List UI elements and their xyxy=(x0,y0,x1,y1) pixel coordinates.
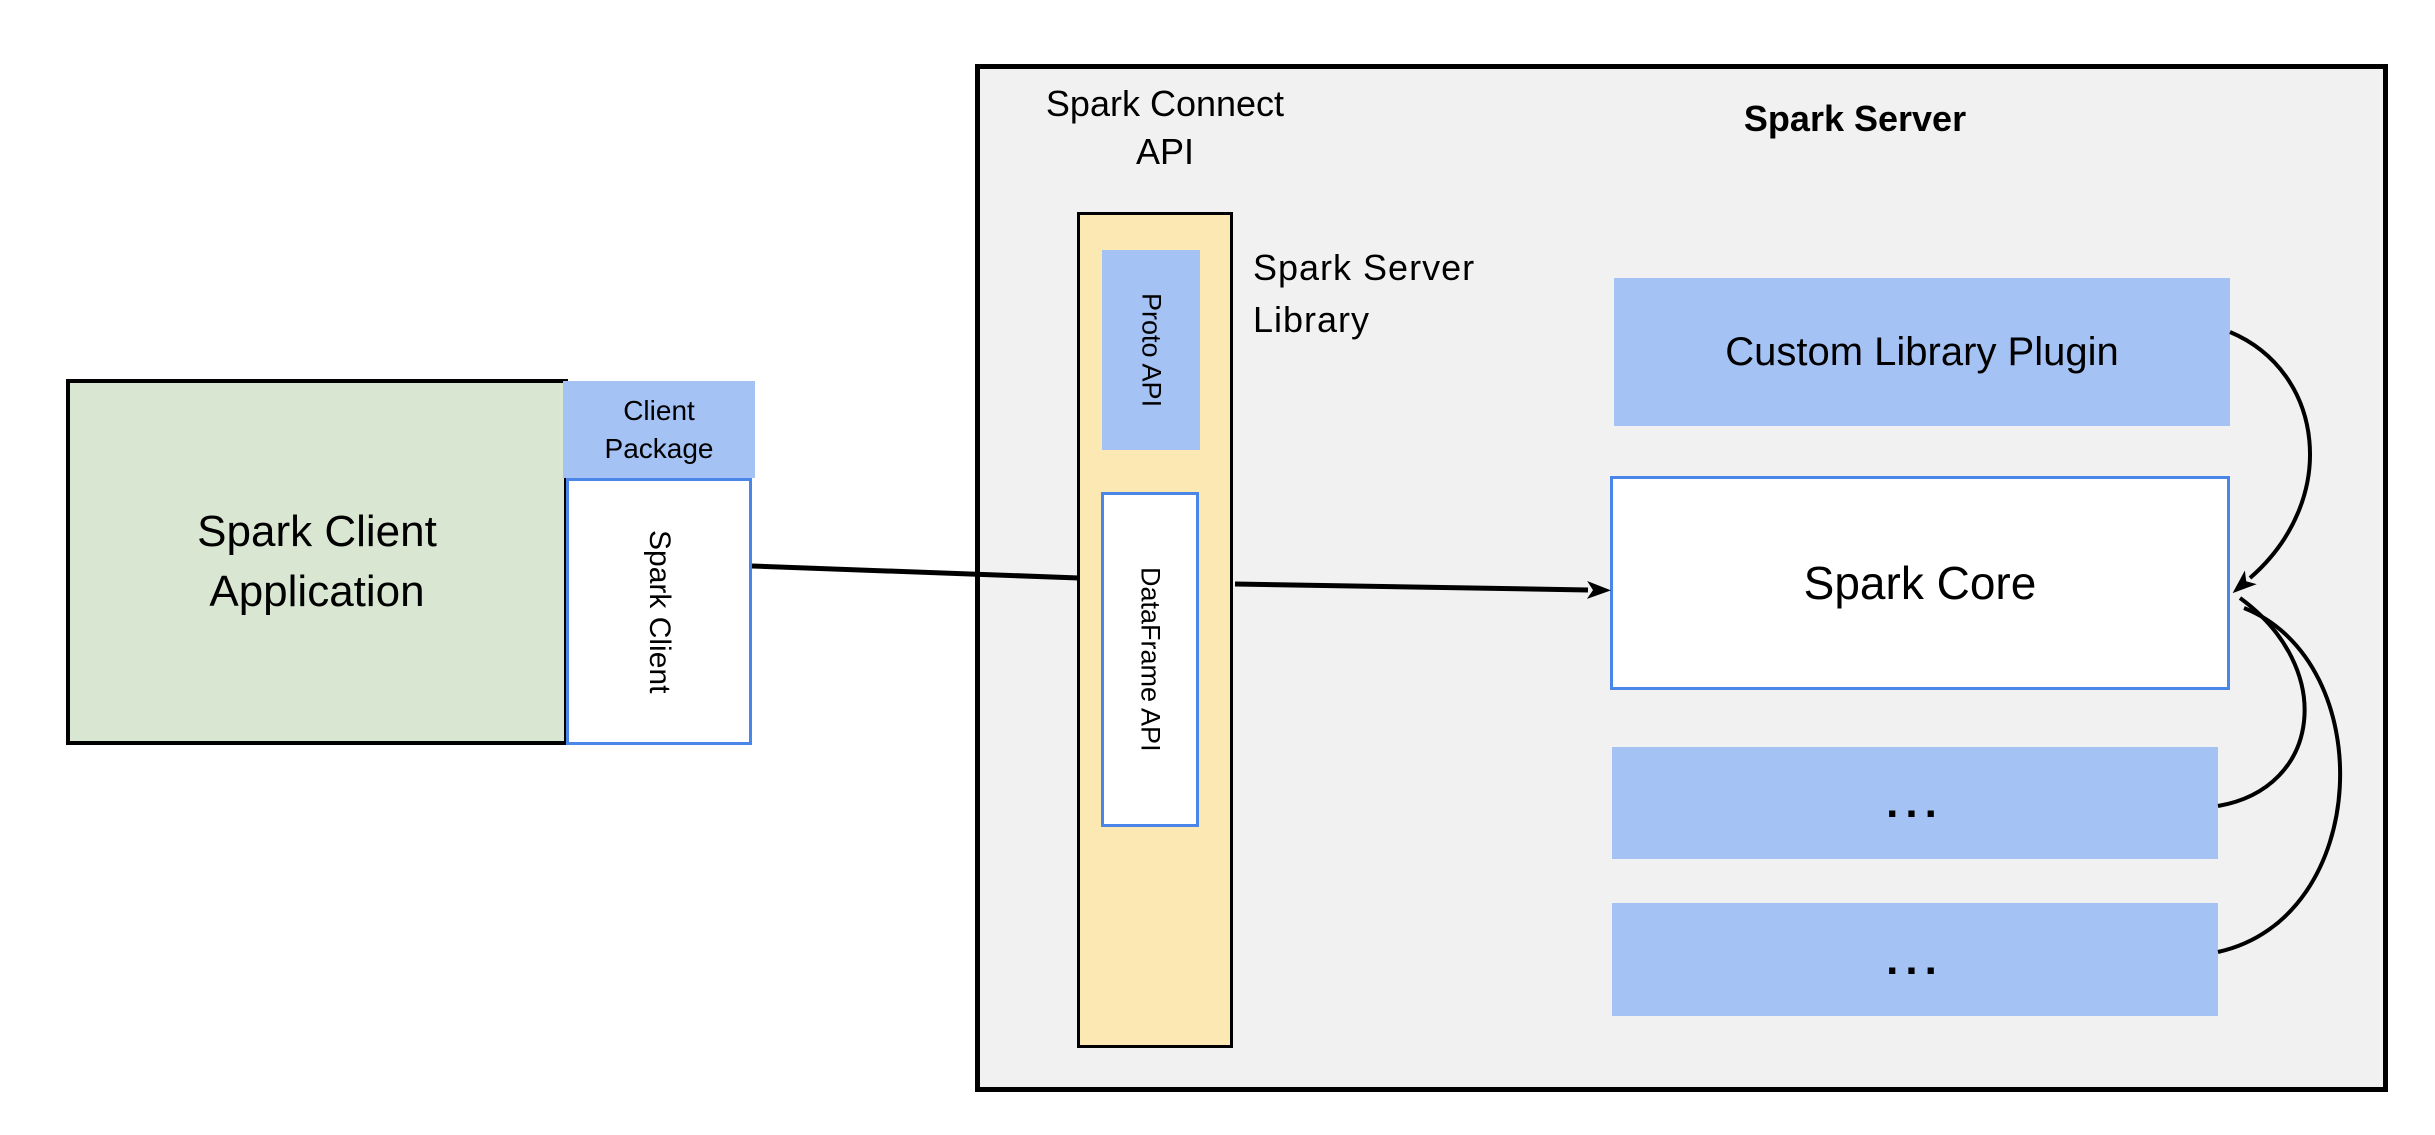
proto-api-box: Proto API xyxy=(1102,250,1200,450)
spark-connect-api-title: Spark Connect API xyxy=(1045,83,1285,172)
plugin-slot-1-box: ... xyxy=(1612,747,2218,859)
client-package-box: Client Package xyxy=(563,381,755,478)
spark-server-title: Spark Server xyxy=(1743,98,1967,139)
spark-core-label: Spark Core xyxy=(1803,557,2037,609)
spark-client-application-box: Spark Client Application xyxy=(66,379,568,745)
plugin-slot-2-box: ... xyxy=(1612,903,2218,1016)
custom-library-plugin-box: Custom Library Plugin xyxy=(1614,278,2230,426)
dataframe-api-label: DataFrame API xyxy=(1135,567,1166,752)
dataframe-api-box: DataFrame API xyxy=(1101,492,1199,827)
spark-core-box: Spark Core xyxy=(1610,476,2230,690)
proto-api-label: Proto API xyxy=(1136,292,1167,408)
client-package-label: Client Package xyxy=(604,394,714,464)
spark-client-label: Spark Client xyxy=(643,529,676,694)
spark-server-library-label: Spark Server Library xyxy=(1253,247,1476,340)
plugin-slot-2-label: ... xyxy=(1886,934,1944,984)
spark-client-application-label: Spark Client Application xyxy=(197,507,437,616)
spark-client-box: Spark Client xyxy=(566,478,752,745)
custom-library-plugin-label: Custom Library Plugin xyxy=(1725,329,2119,374)
plugin-slot-1-label: ... xyxy=(1886,778,1944,827)
